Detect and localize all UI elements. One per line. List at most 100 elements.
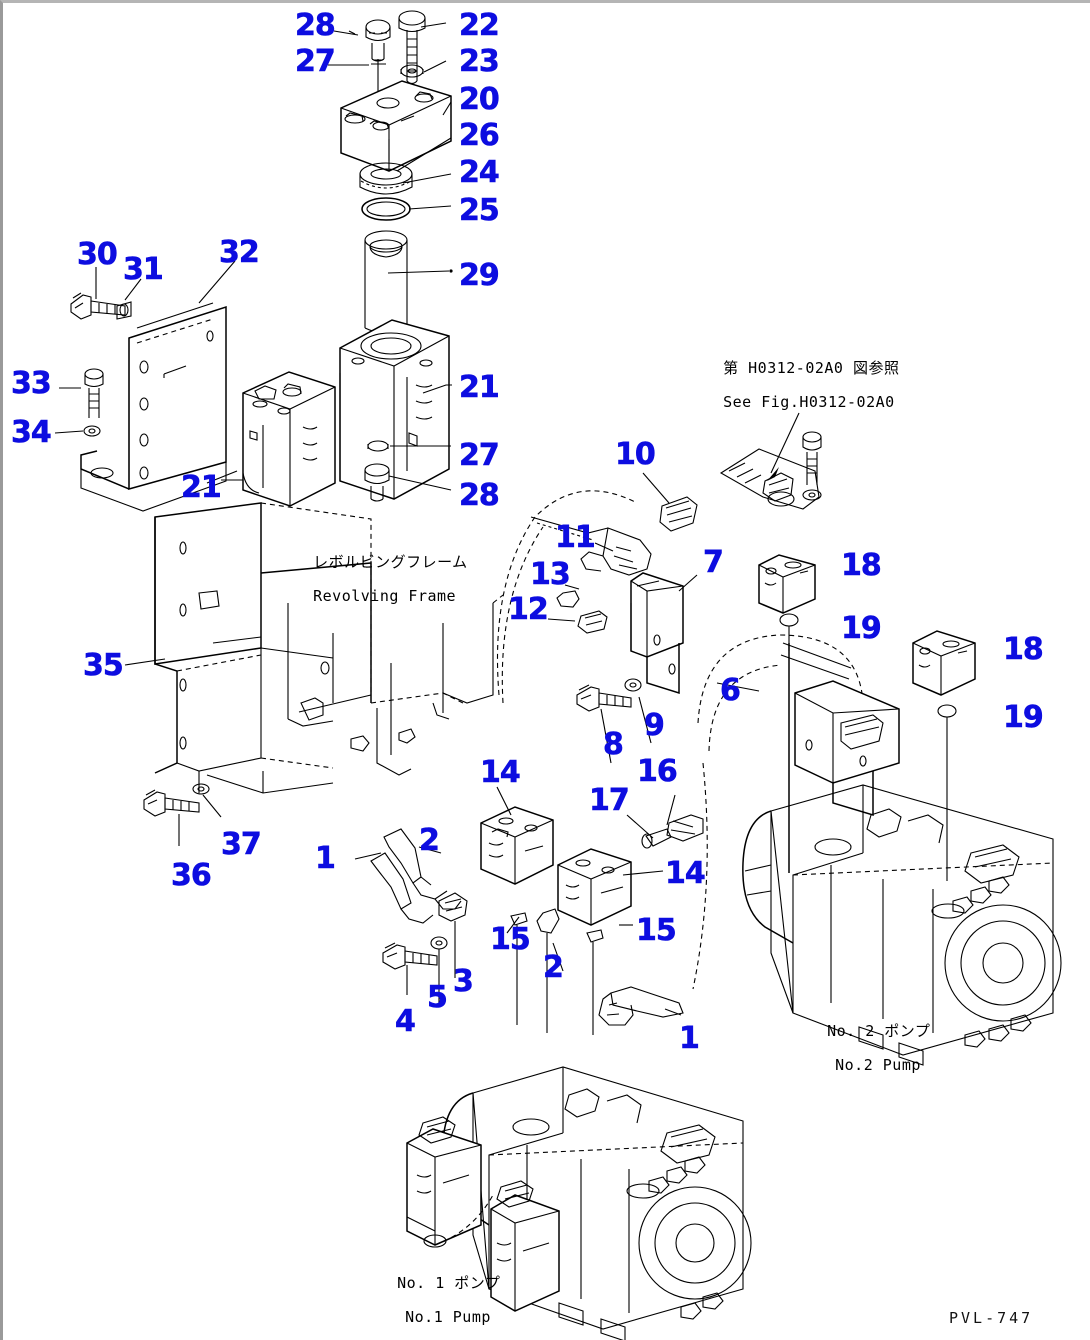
caption-pump-2: No. 2 ポンプ No.2 Pump — [789, 1006, 930, 1091]
callout-27-lower: 27 — [459, 438, 500, 473]
part-15-pin-right — [586, 929, 604, 1035]
top-assembly-group — [221, 10, 453, 502]
caption-revolving-frame-en: Revolving Frame — [313, 587, 457, 605]
part-29-element — [364, 230, 408, 334]
part-37-washer — [192, 783, 210, 795]
callout-9: 9 — [644, 708, 665, 743]
part-8-bolt — [576, 684, 632, 712]
caption-pump-1: No. 1 ポンプ No.1 Pump — [359, 1258, 500, 1340]
part-34-washer — [83, 425, 101, 437]
callout-22: 22 — [459, 8, 500, 43]
part-32-bracket — [80, 302, 227, 512]
part-25-oring — [361, 197, 411, 221]
part-6-hose — [697, 634, 864, 752]
callout-21-right: 21 — [459, 370, 500, 405]
callout-28: 28 — [295, 8, 336, 43]
callout-29: 29 — [459, 258, 500, 293]
see-figure-coupling-group — [719, 412, 822, 510]
callout-15-left: 15 — [490, 922, 531, 957]
callout-13: 13 — [530, 557, 571, 592]
caption-see-figure-en: See Fig.H0312-02A0 — [723, 393, 895, 411]
callout-34: 34 — [11, 415, 52, 450]
callout-18-lower: 18 — [1003, 632, 1044, 667]
callout-1-left: 1 — [315, 841, 336, 876]
part-1-pipe-left — [370, 852, 434, 924]
part-9-washer — [624, 678, 642, 692]
callout-32: 32 — [219, 235, 260, 270]
part-13-fitting — [556, 590, 580, 608]
caption-see-figure-jp: 第 H0312-02A0 図参照 — [723, 359, 900, 377]
callout-7: 7 — [703, 545, 724, 580]
callout-6: 6 — [720, 673, 741, 708]
callout-15-right: 15 — [636, 913, 677, 948]
part-21-block-left — [242, 371, 336, 507]
part-3-link — [438, 892, 468, 978]
left-bracket-group — [54, 260, 504, 846]
part-30-bolt — [70, 292, 126, 320]
callout-35: 35 — [83, 648, 124, 683]
callout-4: 4 — [395, 1004, 416, 1039]
caption-see-figure: 第 H0312-02A0 図参照 See Fig.H0312-02A0 — [685, 343, 900, 428]
callout-18-upper: 18 — [841, 548, 882, 583]
part-20-valve-block — [340, 80, 452, 172]
part-18-block-upper — [758, 554, 816, 614]
callout-12: 12 — [508, 592, 549, 627]
callout-27: 27 — [295, 44, 336, 79]
callout-33: 33 — [11, 366, 52, 401]
callout-17: 17 — [589, 783, 630, 818]
callout-20: 20 — [459, 82, 500, 117]
part-36-bolt — [143, 789, 200, 817]
callout-37: 37 — [221, 827, 262, 862]
part-5-washer — [430, 936, 448, 1003]
part-33-bolt — [84, 368, 104, 418]
right-bracket-plate — [788, 643, 900, 873]
part-4-bolt — [382, 942, 438, 970]
part-18-block-lower — [912, 630, 976, 696]
callout-26: 26 — [459, 118, 500, 153]
callout-21-left: 21 — [181, 470, 222, 505]
part-28-bolt-lower — [364, 463, 390, 502]
part-28-bolt-top — [365, 19, 391, 62]
part-19-pin-lower — [937, 704, 957, 881]
callout-28-lower: 28 — [459, 478, 500, 513]
callout-8: 8 — [603, 727, 624, 762]
caption-pump-1-jp: No. 1 ポンプ — [397, 1274, 501, 1292]
part-1-pipe-right — [598, 762, 708, 1026]
callout-3: 3 — [453, 964, 474, 999]
callout-30: 30 — [77, 237, 118, 272]
drawing-code: PVL-747 — [949, 1309, 1034, 1327]
part-21-block-right — [339, 319, 450, 500]
callout-2-upper: 2 — [419, 823, 440, 858]
part-7-bracket — [630, 572, 684, 695]
callout-24: 24 — [459, 155, 500, 190]
part-2-elbow-upper — [383, 828, 462, 910]
callout-16: 16 — [637, 754, 678, 789]
part-11-hose — [530, 516, 652, 576]
center-piping-group — [354, 472, 864, 1035]
part-14-valve-right — [557, 848, 632, 926]
caption-pump-2-jp: No. 2 ポンプ — [827, 1022, 931, 1040]
callout-10: 10 — [615, 437, 656, 472]
right-assembly-group — [742, 554, 1062, 1066]
part-15-pin-left — [510, 912, 528, 1025]
callout-36: 36 — [171, 858, 212, 893]
callout-5: 5 — [427, 980, 448, 1015]
callout-19-lower: 19 — [1003, 700, 1044, 735]
part-23-washer — [400, 64, 424, 78]
part-22-bolt — [398, 10, 426, 85]
part-10-fitting — [659, 496, 698, 532]
callout-23: 23 — [459, 44, 500, 79]
callout-19-upper: 19 — [841, 611, 882, 646]
caption-pump-1-en: No.1 Pump — [405, 1308, 491, 1326]
part-14-valve-left — [480, 806, 554, 885]
part-16-fitting — [666, 814, 704, 842]
part-26-24-rings — [359, 162, 413, 195]
caption-revolving-frame-jp: レボルビングフレーム — [313, 553, 468, 571]
no2-pump-body — [742, 784, 1062, 1066]
part-2-elbow-lower — [536, 908, 560, 1033]
callout-11: 11 — [555, 520, 596, 555]
no1-pump-body — [406, 1066, 752, 1340]
diagram-artwork — [54, 10, 1062, 1340]
callout-1-right: 1 — [679, 1021, 700, 1056]
